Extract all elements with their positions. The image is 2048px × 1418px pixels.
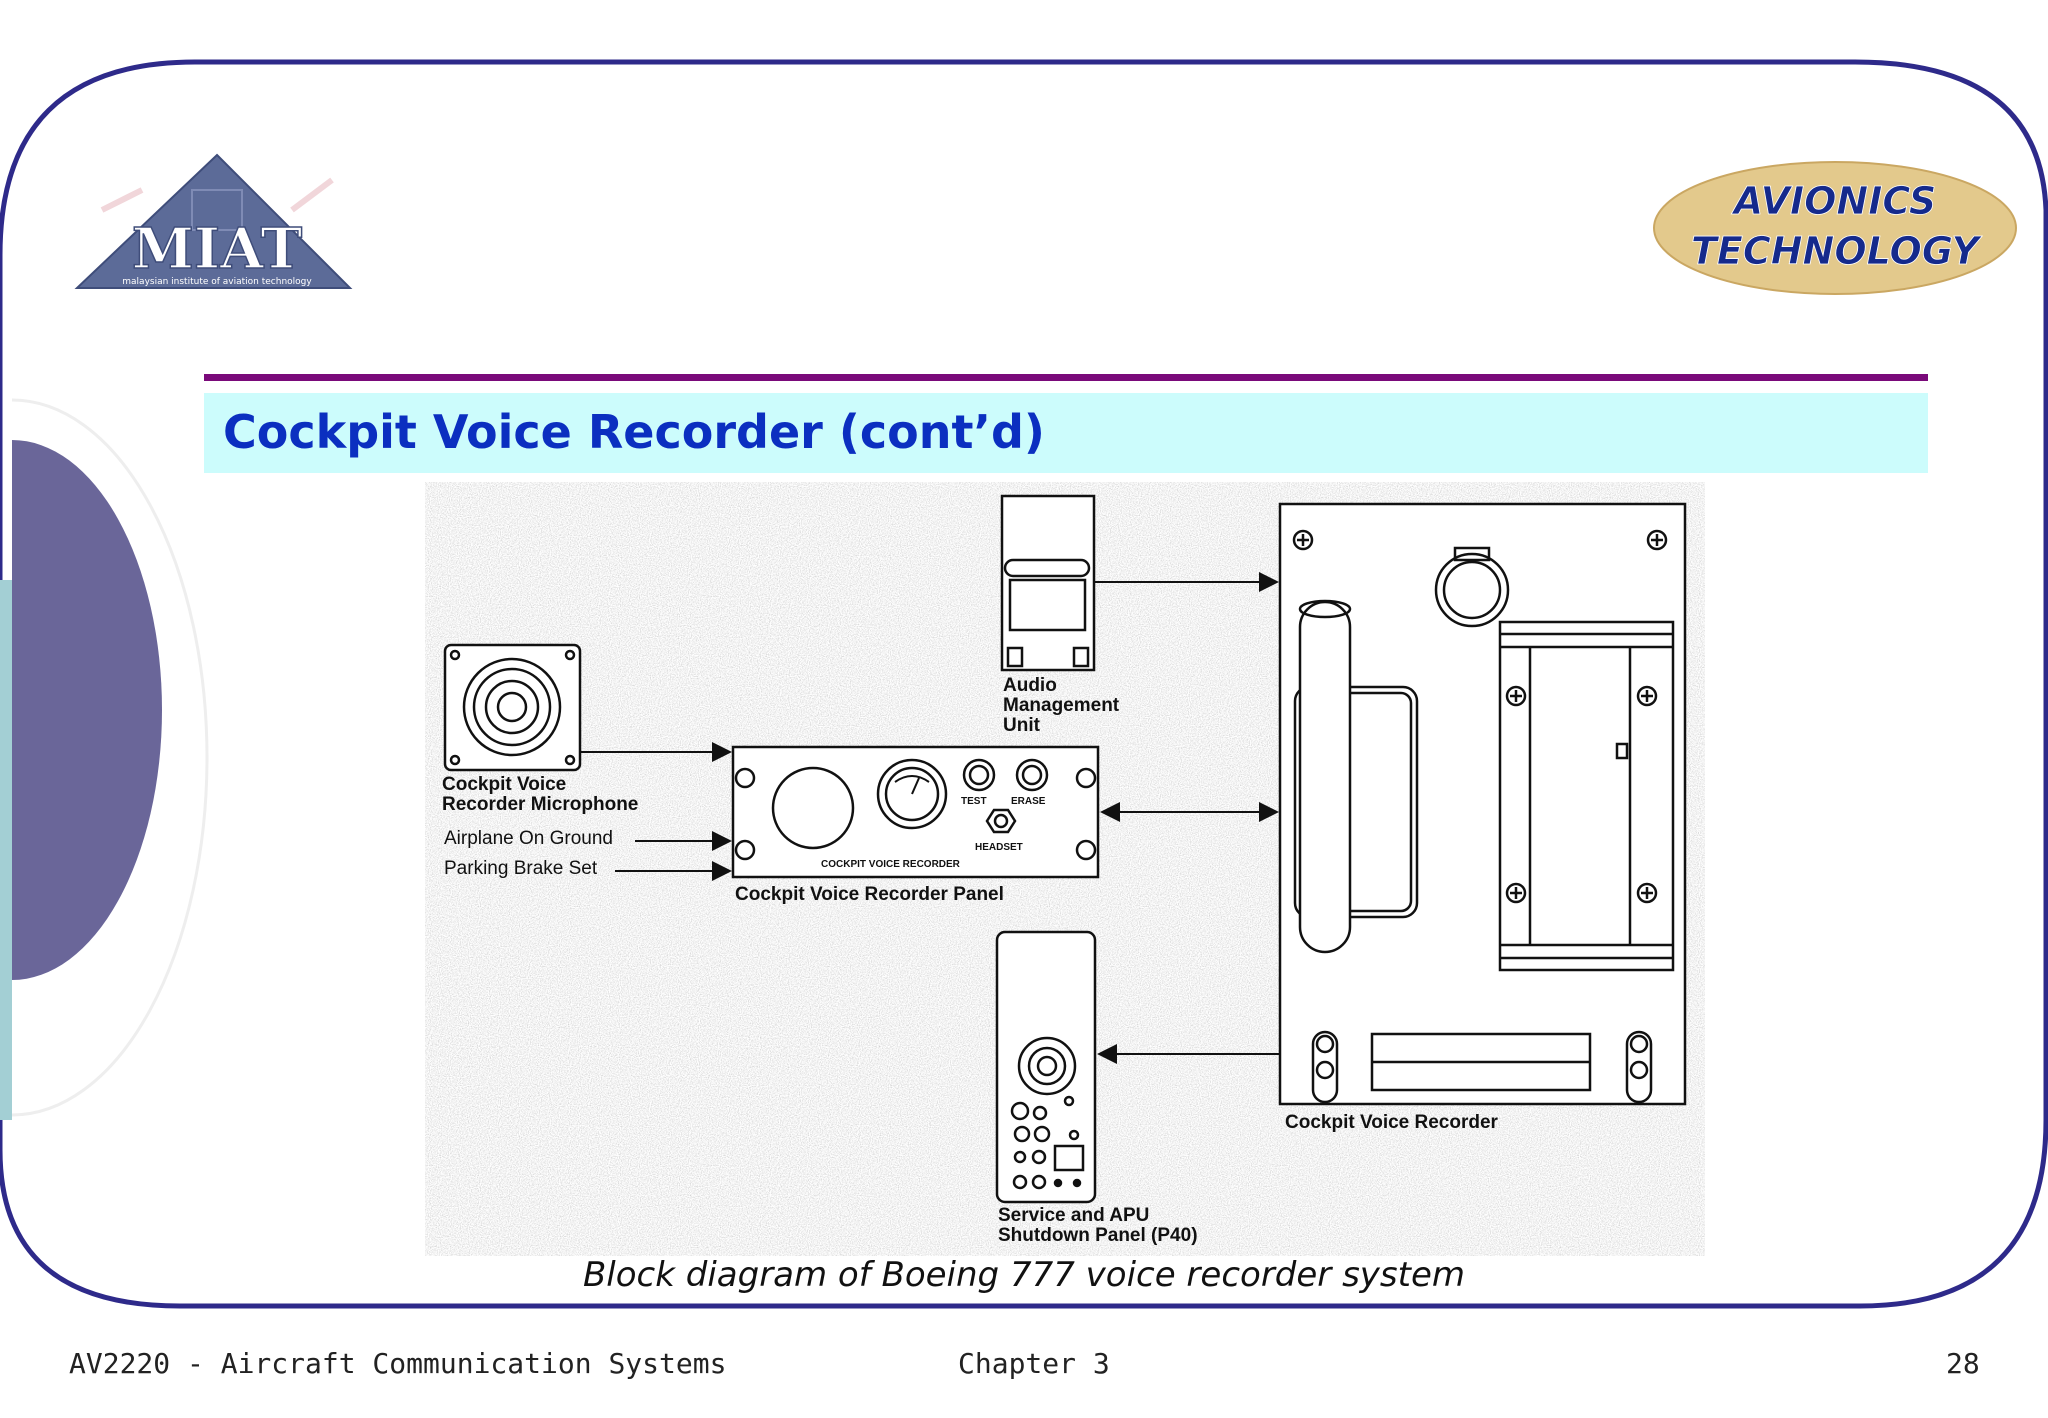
label-microphone-1: Cockpit Voice: [442, 774, 566, 795]
slide-title: Cockpit Voice Recorder (cont’d): [223, 405, 1045, 459]
service-apu-shutdown-panel: [995, 930, 1097, 1204]
left-decorative-disc: [12, 440, 162, 980]
label-amu-1: Audio: [1003, 675, 1057, 696]
figure-caption: Block diagram of Boeing 777 voice record…: [582, 1255, 1466, 1295]
panel-test-label: TEST: [961, 796, 987, 807]
footer-chapter: Chapter 3: [958, 1347, 1110, 1380]
label-cvr-panel: Cockpit Voice Recorder Panel: [735, 884, 1004, 905]
panel-erase-label: ERASE: [1011, 796, 1046, 807]
cockpit-voice-recorder: [1278, 502, 1687, 1106]
cvr-microphone: [443, 643, 582, 772]
badge-line-2: TECHNOLOGY: [1691, 229, 1982, 273]
footer-page-number: 28: [1946, 1347, 1980, 1380]
label-amu-2: Management: [1003, 695, 1120, 716]
audio-management-unit: [1000, 494, 1096, 672]
left-accent-strip: [0, 580, 12, 1120]
avionics-technology-badge: AVIONICS TECHNOLOGY: [1653, 161, 2017, 295]
label-service-panel-1: Service and APU: [998, 1205, 1149, 1226]
cvr-panel: [731, 745, 1100, 879]
logo-subtitle: malaysian institute of aviation technolo…: [122, 277, 312, 287]
miat-logo: MIAT malaysian institute of aviation tec…: [74, 153, 353, 289]
panel-name-label: COCKPIT VOICE RECORDER: [821, 859, 961, 870]
cvr-block-diagram: Cockpit Voice Recorder Microphone Airpla…: [425, 482, 1705, 1256]
footer-course: AV2220 - Aircraft Communication Systems: [69, 1347, 727, 1380]
rounded-frame-border: [0, 59, 2048, 1309]
signal-arrows: [580, 572, 1280, 1064]
label-cockpit-voice-recorder: Cockpit Voice Recorder: [1285, 1112, 1499, 1133]
panel-headset-label: HEADSET: [975, 842, 1023, 853]
label-parking-brake-set: Parking Brake Set: [444, 858, 598, 879]
label-microphone-2: Recorder Microphone: [442, 794, 638, 815]
label-amu-3: Unit: [1003, 715, 1041, 736]
title-band: [204, 393, 1928, 473]
badge-line-1: AVIONICS: [1731, 179, 1937, 223]
label-service-panel-2: Shutdown Panel (P40): [998, 1225, 1198, 1246]
title-rule: [204, 374, 1928, 381]
label-airplane-on-ground: Airplane On Ground: [444, 828, 613, 849]
logo-text: MIAT: [132, 216, 303, 282]
